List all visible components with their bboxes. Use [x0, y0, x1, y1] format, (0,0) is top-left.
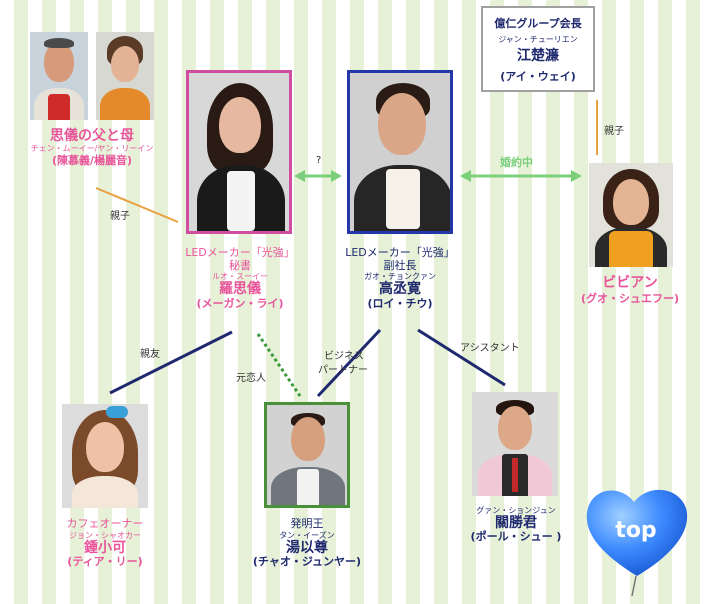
zhong-name: 鍾小可 [84, 539, 126, 556]
gao-role1: LEDメーカー「光強」 [345, 246, 455, 259]
relation-business-1: ビジネス [324, 351, 364, 362]
best-friend-line [109, 330, 233, 395]
gao-role2: 副社長 [383, 258, 417, 272]
parent-line-left [95, 187, 179, 223]
gao-label: LEDメーカー「光強」 副社長 ガオ・チョンクァン 高丞寛 (ロイ・チウ) [338, 246, 462, 310]
gao-name: 高丞寛 [379, 281, 421, 298]
father-photo [30, 32, 88, 120]
parents-label: 思儀の父と母 チェン・ムーイー/ヤン・リーイン (陳慕義/楊麗音) [20, 128, 164, 168]
relation-assistant: アシスタント [460, 343, 520, 354]
boss-box: 億仁グループ会長 ジャン・チューリエン 江楚濂 (アイ・ウェイ) [481, 6, 595, 92]
tang-reading: タン・イーズン [279, 530, 335, 540]
tang-photo [264, 402, 350, 508]
mother-photo [96, 32, 154, 120]
assistant-line [417, 328, 506, 387]
vivian-photo [589, 163, 673, 267]
gao-reading: ガオ・チョンクァン [364, 272, 436, 282]
engaged-arrow-right [571, 170, 582, 182]
tang-name: 湯以尊 [286, 539, 328, 556]
boss-actor: (アイ・ウェイ) [500, 70, 576, 83]
luo-role2: 秘書 [229, 258, 251, 272]
zhong-role: カフェオーナー [66, 517, 144, 530]
business-line [316, 328, 382, 398]
zhong-label: カフェオーナー ジョン・シャオカー 鍾小可 (ティア・リー) [38, 517, 172, 569]
boss-title: 億仁グループ会長 [494, 17, 582, 30]
guan-actor: (ポール・シュー ) [470, 530, 562, 544]
luo-actor: (メーガン・ライ) [196, 296, 284, 310]
parents-actor: (陳慕義/楊麗音) [51, 154, 133, 168]
zhong-photo [62, 404, 148, 508]
guan-name: 關勝君 [495, 515, 537, 532]
boss-name: 江楚濂 [517, 48, 559, 64]
relation-business-2: パートナー [318, 365, 368, 376]
boss-reading: ジャン・チューリエン [498, 35, 578, 44]
relation-ex-lover: 元恋人 [236, 373, 266, 384]
vivian-label: ビビアン (グオ・シュエフー) [560, 275, 700, 306]
top-button-label: top [615, 518, 657, 543]
guan-reading: グァン・ションジュン [476, 506, 556, 515]
gao-actor: (ロイ・チウ) [367, 296, 433, 310]
relation-parent-right: 親子 [604, 126, 624, 137]
relation-engaged: 婚約中 [500, 156, 533, 169]
guan-label: グァン・ションジュン 關勝君 (ポール・シュー ) [444, 506, 588, 544]
luo-photo [186, 70, 292, 234]
relation-best-friend: 親友 [140, 349, 160, 360]
guan-photo [472, 392, 558, 496]
parents-reading: チェン・ムーイー/ヤン・リーイン [30, 144, 154, 154]
tang-role: 発明王 [290, 517, 324, 530]
tang-actor: (チャオ・ジュンヤー) [252, 554, 362, 568]
question-arrow-right [331, 170, 342, 182]
heart-icon [586, 489, 688, 597]
relation-question: ? [316, 155, 322, 166]
luo-name: 羅思儀 [219, 281, 261, 298]
question-arrow-left [294, 170, 305, 182]
vivian-name: ビビアン [602, 275, 658, 291]
parents-name: 思儀の父と母 [50, 128, 134, 144]
vivian-actor: (グオ・シュエフー) [580, 292, 680, 306]
gao-photo [347, 70, 453, 234]
tang-label: 発明王 タン・イーズン 湯以尊 (チャオ・ジュンヤー) [236, 517, 378, 569]
luo-role1: LEDメーカー「光強」 [185, 246, 295, 259]
luo-reading: ルオ・スーイー [212, 272, 268, 282]
zhong-actor: (ティア・リー) [67, 554, 143, 568]
luo-label: LEDメーカー「光強」 秘書 ルオ・スーイー 羅思儀 (メーガン・ライ) [178, 246, 302, 310]
engaged-arrow-left [460, 170, 471, 182]
relation-parent-left: 親子 [110, 211, 130, 222]
ex-lover-line [256, 333, 302, 397]
top-button[interactable]: top [578, 478, 696, 597]
zhong-reading: ジョン・シャオカー [69, 530, 141, 540]
